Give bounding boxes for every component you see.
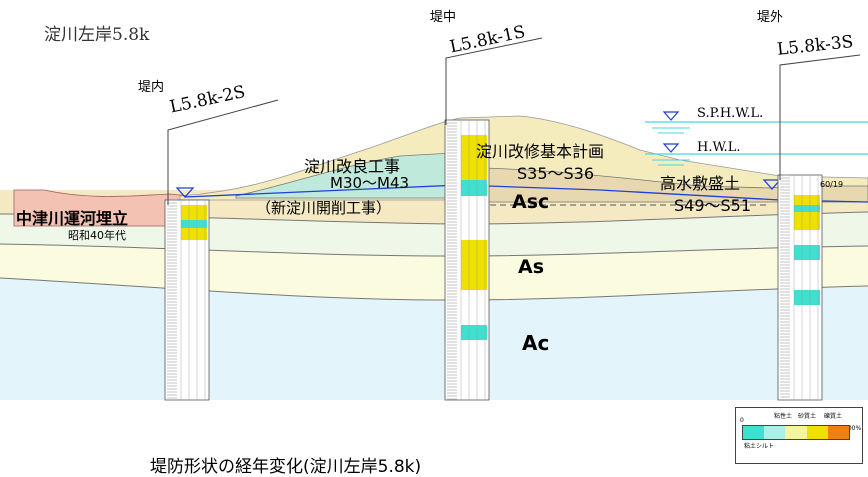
diagram-title: 淀川左岸5.8k [44, 25, 150, 45]
boring-soil-band [461, 240, 487, 290]
kairyo-fill-name: 淀川改良工事 [304, 157, 401, 176]
hwl-label: H.W.L. [697, 140, 741, 155]
boring-soil-band [461, 180, 487, 196]
kaishu-fill-era: S35～S36 [517, 164, 595, 183]
legend-hundred: 100% [844, 425, 862, 432]
legend-label-clay: 粘性土 [774, 413, 793, 420]
legend-color-swatch [785, 426, 807, 439]
legend-color-swatch [764, 426, 786, 439]
nakatsu-fill-era: 昭和40年代 [68, 229, 126, 242]
kairyo-fill-era: M30～M43 [330, 174, 410, 192]
kairyo-fill-sub: （新淀川開削工事） [256, 199, 392, 217]
asc-layer [0, 212, 868, 256]
ac-layer [0, 278, 868, 400]
legend-color-swatch [827, 426, 850, 439]
asc-layer-label: Asc [512, 191, 550, 213]
legend-zero: 0 [740, 417, 744, 424]
koshui-fill-name: 高水敷盛土 [660, 174, 741, 193]
legend-label-gravel: 礫質土 [824, 413, 843, 420]
soil-legend: 粘性土 砂質土 礫質土 0 100% 粘土シルト [735, 407, 863, 464]
outer-marker-label: 60/19 [820, 180, 844, 189]
boring-soil-band [461, 325, 487, 340]
boring-soil-band [181, 220, 207, 228]
as-layer-label: As [518, 256, 545, 278]
sphwl-label: S.P.H.W.L. [697, 106, 764, 121]
legend-color-bar [742, 425, 850, 440]
center-section-label: 堤中 [430, 10, 457, 25]
groundwater-triangle-icon [175, 187, 195, 198]
legend-bottom-label: 粘土シルト [744, 443, 775, 450]
boring-leader-line [445, 37, 543, 125]
legend-label-sand: 砂質土 [798, 413, 817, 420]
boring-logs [164, 119, 823, 401]
levee-cross-section-diagram [0, 37, 868, 401]
sphwl-triangle-icon [662, 111, 680, 121]
as-layer [0, 244, 868, 300]
groundwater-triangle-icon [762, 179, 782, 190]
boring-leader-line [167, 99, 279, 205]
boring-soil-band [794, 195, 820, 230]
ac-layer-label: Ac [522, 331, 550, 355]
koshui-fill-era: S49～S51 [674, 196, 752, 215]
hwl-triangle-icon [662, 143, 680, 153]
outer-section-label: 堤外 [757, 10, 784, 25]
nakatsu-fill-name: 中津川運河埋立 [16, 209, 129, 228]
legend-color-swatch [806, 426, 828, 439]
boring-soil-band [794, 290, 820, 305]
water-symbol-lines [652, 127, 690, 166]
boring-soil-band [794, 205, 820, 212]
kaishu-fill-name: 淀川改修基本計画 [476, 142, 605, 161]
inner-section-label: 堤内 [138, 80, 165, 95]
legend-color-swatch [743, 426, 765, 439]
boring-soil-band [794, 245, 820, 260]
boring-leader-line [779, 54, 861, 180]
